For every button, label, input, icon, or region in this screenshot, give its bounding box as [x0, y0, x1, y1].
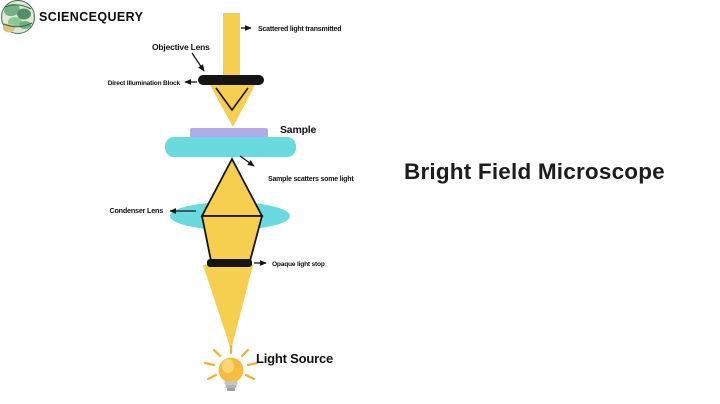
sample-scatters-label: Sample scatters some light: [268, 176, 354, 183]
opaque-light-stop-bar: [207, 259, 252, 267]
light-ray: [240, 348, 250, 358]
light-source-label: Light Source: [256, 351, 333, 366]
objective-lens-label: Objective Lens: [152, 42, 210, 52]
brand-header: SCIENCEQUERY: [0, 0, 143, 40]
sample-slide: [190, 128, 268, 138]
bulb-base: [227, 388, 235, 391]
light-ray: [246, 361, 259, 367]
light-ray: [244, 373, 256, 381]
page-title: Bright Field Microscope: [404, 159, 665, 184]
light-ray: [203, 361, 216, 367]
sample-stage: [165, 137, 296, 157]
scattered-light-label: Scattered light transmitted: [258, 26, 341, 33]
light-ray: [206, 373, 218, 381]
beam-cone-upper: [200, 157, 264, 217]
objective-lens-bar: [198, 75, 264, 85]
brand-name: SCIENCEQUERY: [39, 10, 144, 24]
beam-cone-lower: [200, 215, 264, 262]
opaque-stop-label: Opaque light stop: [272, 261, 325, 268]
light-bulb-icon: [203, 344, 259, 391]
sciencequery-logo-icon: [1, 0, 35, 34]
beam-below-objective: [210, 85, 255, 127]
sample-scatters-arrow: [239, 155, 255, 167]
transmitted-beam: [223, 13, 240, 77]
light-ray: [212, 348, 222, 358]
condenser-lens-label: Condenser Lens: [109, 206, 163, 215]
beam-to-source: [203, 265, 253, 350]
illumination-block-label: Direct Illumination Block: [108, 80, 181, 87]
bulb-base: [224, 381, 238, 385]
beam-v-outline: [215, 87, 249, 112]
objective-lens-arrow: [191, 52, 205, 72]
bulb-base: [225, 385, 237, 388]
bulb-highlight: [222, 359, 234, 373]
sample-label: Sample: [280, 124, 317, 136]
